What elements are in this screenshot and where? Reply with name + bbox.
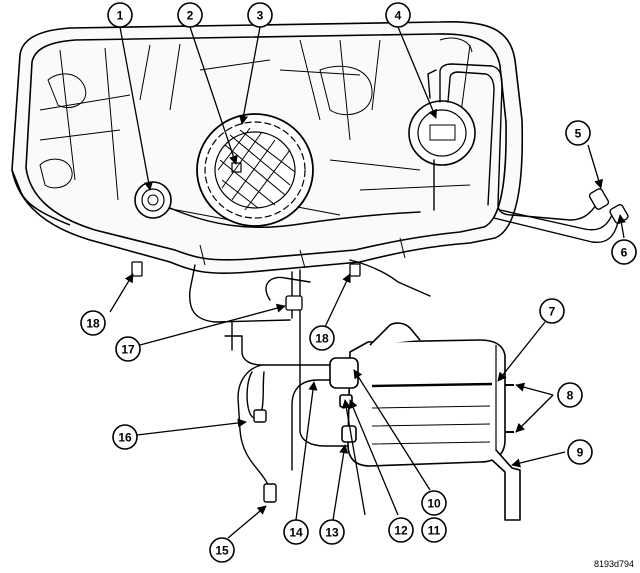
svg-text:13: 13 — [325, 526, 339, 540]
callout-10: 10 — [421, 490, 447, 516]
callout-8: 8 — [557, 382, 583, 408]
callout-2: 2 — [177, 2, 203, 28]
callout-15: 15 — [209, 537, 235, 563]
callout-9: 9 — [567, 439, 593, 465]
callout-12: 12 — [388, 517, 414, 543]
callout-11: 11 — [421, 517, 447, 543]
svg-text:18: 18 — [86, 317, 100, 331]
callout-17: 17 — [115, 336, 141, 362]
svg-text:16: 16 — [118, 431, 132, 445]
svg-text:12: 12 — [394, 524, 408, 538]
svg-text:9: 9 — [577, 446, 584, 460]
connectors — [253, 188, 629, 503]
callout-3: 3 — [247, 2, 273, 28]
callout-18-left: 18 — [80, 310, 106, 336]
grommet-1 — [134, 181, 172, 219]
svg-text:6: 6 — [621, 246, 628, 260]
callout-bubbles: 1 2 3 4 5 6 7 8 9 10 11 12 13 14 15 16 1… — [80, 2, 637, 563]
svg-text:1: 1 — [117, 9, 124, 23]
svg-text:2: 2 — [187, 9, 194, 23]
brackets — [131, 261, 361, 311]
svg-text:17: 17 — [121, 343, 135, 357]
svg-text:11: 11 — [428, 524, 441, 538]
svg-text:8: 8 — [567, 389, 574, 403]
svg-text:7: 7 — [549, 305, 556, 319]
callout-5: 5 — [565, 120, 591, 146]
svg-text:10: 10 — [427, 497, 441, 511]
svg-text:15: 15 — [215, 544, 229, 558]
callout-4: 4 — [385, 2, 411, 28]
callout-14: 14 — [283, 519, 309, 545]
rollover-valve — [408, 100, 476, 166]
svg-text:4: 4 — [395, 9, 402, 23]
fuel-pump-module — [196, 113, 314, 227]
svg-text:3: 3 — [257, 9, 264, 23]
svg-text:14: 14 — [289, 526, 303, 540]
reference-code: 8193d794 — [593, 559, 634, 569]
svg-text:5: 5 — [575, 127, 582, 141]
callout-13: 13 — [319, 519, 345, 545]
svg-text:18: 18 — [315, 332, 329, 346]
callout-6: 6 — [611, 239, 637, 265]
callout-16: 16 — [112, 424, 138, 450]
callout-1: 1 — [107, 2, 133, 28]
callout-18-right: 18 — [309, 325, 335, 351]
leader-lines — [109, 26, 626, 539]
callout-7: 7 — [539, 298, 565, 324]
